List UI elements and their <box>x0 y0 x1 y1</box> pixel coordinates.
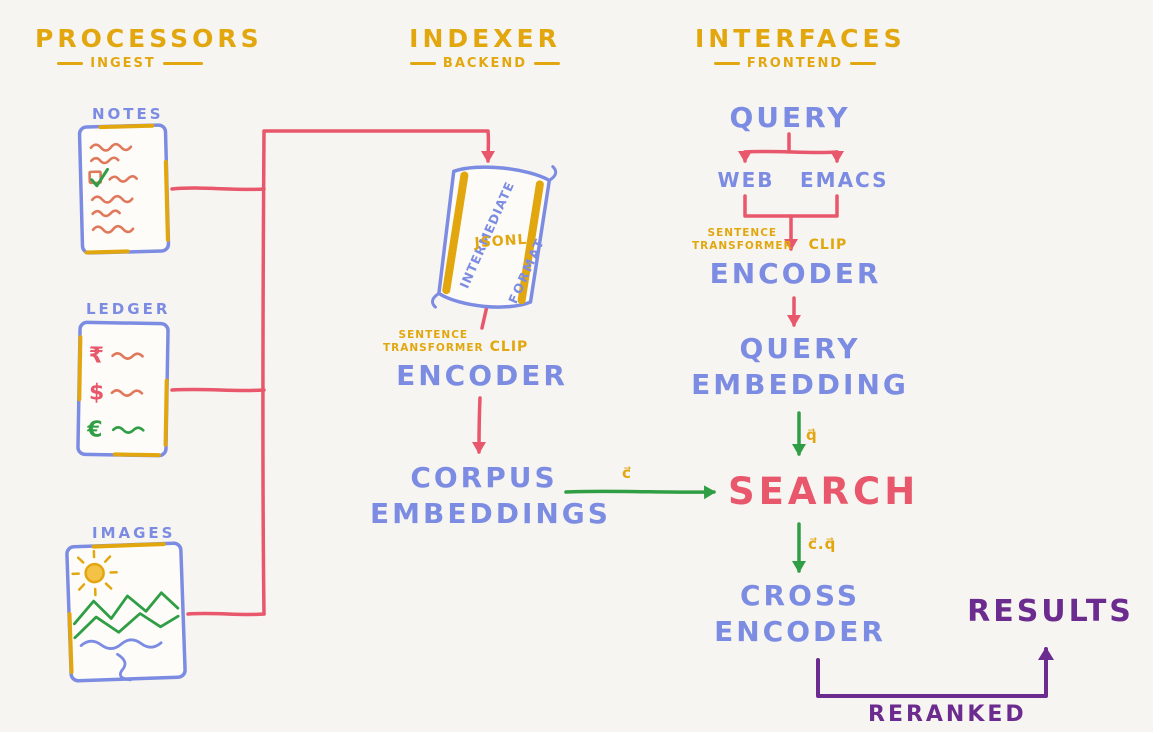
subtitle-dash-right <box>162 62 203 65</box>
ledger-scribble-2 <box>110 389 144 397</box>
search-label: SEARCH <box>728 470 920 513</box>
ledger-scribble-1 <box>111 352 144 360</box>
notes-accent-right <box>163 159 170 242</box>
interfaces-subtitle: FRONTEND <box>695 56 895 71</box>
images-accent-top <box>91 542 166 549</box>
corpus-to-search-arrow <box>564 485 716 500</box>
subtitle-dash-left <box>713 62 740 65</box>
notes-label: NOTES <box>92 105 164 123</box>
cross-line1: CROSS <box>740 579 860 612</box>
model-line: TRANSFORMER <box>383 342 484 354</box>
dot-product-label: c⃗.q⃗ <box>808 535 837 553</box>
ledger-label: LEDGER <box>86 300 171 318</box>
cross-to-results-arrow <box>816 647 1054 698</box>
ledger-accent-bottom <box>112 452 161 458</box>
reranked-label: RERANKED <box>868 702 1027 727</box>
images-label: IMAGES <box>92 524 176 542</box>
sentence-transformer-label: SENTENCE TRANSFORMER <box>383 329 484 355</box>
indexer-title: INDEXER <box>409 24 561 53</box>
embedding-line1: QUERY <box>739 332 861 365</box>
emacs-client-label: EMACS <box>800 168 889 192</box>
indexer-subtitle-label: BACKEND <box>442 56 528 71</box>
corpus-vector-label: c⃗ <box>622 464 632 482</box>
interfaces-encoder-label: ENCODER <box>709 257 882 290</box>
results-connector <box>816 647 1054 698</box>
corpus-embeddings-label: CORPUS EMBEDDINGS <box>370 460 611 532</box>
ledger-sketch: ₹ $ € <box>76 320 170 458</box>
indexer-encoder-label: ENCODER <box>396 359 568 392</box>
query-branch-bar <box>743 149 839 155</box>
query-vector-label: q⃗ <box>806 426 818 444</box>
model-line: SENTENCE <box>398 329 469 341</box>
subtitle-dash-left <box>409 62 436 65</box>
euro-symbol: € <box>86 417 103 442</box>
jsonl-scroll: INTERMEDIATE JSONL FORMAT <box>431 165 558 309</box>
interfaces-title: INTERFACES <box>695 24 906 53</box>
results-label: RESULTS <box>967 594 1134 629</box>
bus-to-scroll-arrow <box>261 129 496 616</box>
subtitle-dash-left <box>57 62 84 65</box>
cross-encoder-label: CROSS ENCODER <box>695 578 905 650</box>
notes-card-border <box>77 123 171 255</box>
scroll-body: INTERMEDIATE JSONL FORMAT <box>431 165 558 309</box>
ledger-to-bus-line <box>170 387 266 393</box>
ledger-scribble-3 <box>111 426 145 434</box>
processors-subtitle-label: INGEST <box>90 56 156 71</box>
scroll-to-model-line <box>480 304 489 330</box>
embedding-line2: EMBEDDING <box>691 368 909 401</box>
checkmark-icon <box>90 167 109 188</box>
subtitle-dash-right <box>534 62 561 65</box>
notes-to-bus-line <box>170 186 266 192</box>
encoder-to-corpus-arrow <box>472 396 487 454</box>
model-line: TRANSFORMER <box>692 240 793 252</box>
corpus-line2: EMBEDDINGS <box>370 497 611 530</box>
processors-title: PROCESSORS <box>35 24 263 53</box>
ledger-accent-right <box>163 378 169 447</box>
scroll-curl-top <box>547 165 558 182</box>
search-connectors <box>564 411 806 573</box>
query-embedding-label: QUERY EMBEDDING <box>690 331 910 403</box>
processors-subtitle: INGEST <box>35 56 225 71</box>
scroll-outline <box>437 165 552 309</box>
scroll-band-right <box>517 180 544 305</box>
scroll-band-left <box>442 171 469 295</box>
notes-sketch <box>77 123 171 255</box>
notes-accent-bottom <box>84 249 130 255</box>
ledger-accent-left <box>77 335 83 402</box>
rupee-symbol: ₹ <box>88 343 104 368</box>
sun-icon <box>71 549 118 597</box>
images-sketch <box>65 541 187 683</box>
interfaces-subtitle-label: FRONTEND <box>746 56 844 71</box>
indexer-model-label: SENTENCE TRANSFORMER CLIP <box>383 329 528 355</box>
clip-label: CLIP <box>489 339 529 355</box>
sentence-transformer-label: SENTENCE TRANSFORMER <box>692 227 793 253</box>
corpus-line1: CORPUS <box>410 461 558 494</box>
ingest-connectors <box>170 129 844 617</box>
scroll-curl-bottom <box>431 291 441 309</box>
dollar-symbol: $ <box>89 380 105 405</box>
model-line: SENTENCE <box>707 227 778 239</box>
clients-join-bracket <box>743 194 839 218</box>
indexer-subtitle: BACKEND <box>405 56 565 71</box>
web-client-label: WEB <box>717 168 775 192</box>
subtitle-dash-right <box>850 62 877 65</box>
notes-accent-top <box>98 123 155 130</box>
images-to-bus-line <box>186 611 266 617</box>
river-sketch <box>79 638 163 682</box>
cross-line2: ENCODER <box>714 615 886 648</box>
scroll-jsonl-label: JSONL <box>473 232 528 252</box>
images-accent-left <box>67 611 74 674</box>
clip-label: CLIP <box>808 237 848 253</box>
interfaces-model-label: SENTENCE TRANSFORMER CLIP <box>692 227 847 253</box>
mountains-sketch <box>72 591 180 640</box>
query-label: QUERY <box>729 101 851 134</box>
